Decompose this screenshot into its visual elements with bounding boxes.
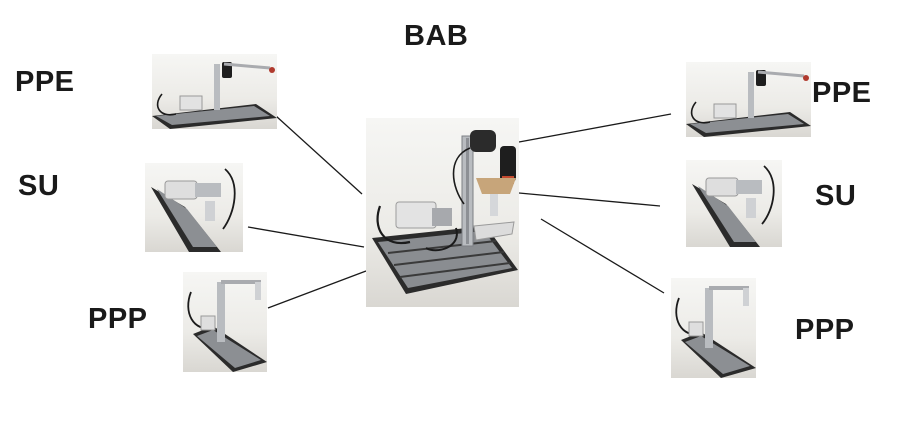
- left-label-su: SU: [18, 170, 60, 202]
- right-ppp-photo-icon: [671, 278, 756, 378]
- connector-right-ppe: [518, 113, 672, 143]
- left-label-ppp: PPP: [88, 303, 148, 335]
- right-ppe-photo-icon: [686, 62, 811, 137]
- robot-station-photo-icon: [366, 118, 519, 307]
- connector-left-su: [247, 226, 365, 248]
- left-ppp-photo-icon: [183, 272, 267, 372]
- left-ppe-photo-icon: [152, 54, 277, 129]
- connector-left-ppp: [267, 270, 367, 309]
- right-label-ppe: PPE: [812, 77, 872, 109]
- left-su-photo-icon: [145, 163, 243, 252]
- connector-left-ppe: [275, 115, 363, 195]
- connector-right-su: [518, 192, 661, 207]
- right-label-su: SU: [815, 180, 857, 212]
- right-label-ppp: PPP: [795, 314, 855, 346]
- right-su-photo-icon: [686, 160, 782, 247]
- title-label: BAB: [404, 20, 469, 52]
- connector-right-ppp: [540, 218, 665, 294]
- left-label-ppe: PPE: [15, 66, 75, 98]
